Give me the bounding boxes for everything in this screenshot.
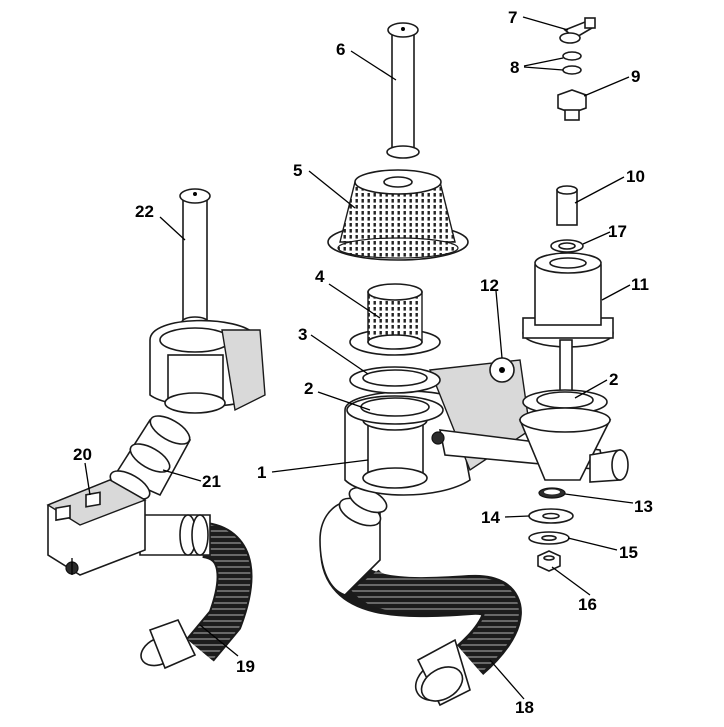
part-12-overflow-cap: [489, 357, 515, 383]
part-11-overflow-housing: [522, 252, 614, 348]
part-2-gasket-center: [346, 395, 444, 425]
callout-21: 21: [202, 472, 221, 491]
part-15-washer: [528, 531, 570, 545]
left-drain-assembly: [46, 188, 266, 670]
callout-15: 15: [619, 543, 638, 562]
part-5-basket-strainer: [327, 169, 469, 261]
callout-2-center: 2: [304, 379, 313, 398]
part-2-gasket-right: [522, 389, 608, 415]
part-14-washer: [528, 508, 574, 524]
callout-3: 3: [298, 325, 307, 344]
part-6-standpipe: [386, 22, 420, 159]
part-17-washer: [550, 239, 584, 253]
center-drain-assembly: [319, 22, 607, 707]
callout-22: 22: [135, 202, 154, 221]
leader-lines: [84, 16, 634, 700]
callout-17: 17: [608, 222, 627, 241]
left-elbow-pipe: [139, 514, 211, 556]
right-overflow-assembly: [518, 17, 629, 572]
callout-8: 8: [510, 58, 519, 77]
callout-19: 19: [236, 657, 255, 676]
part-10-sleeve: [556, 185, 578, 226]
part-19-corrugated-hose: [140, 522, 253, 670]
part-22-overflow-tube: [179, 188, 211, 328]
callout-13: 13: [634, 497, 653, 516]
callout-2-right: 2: [609, 370, 618, 389]
center-elbow-pipe: [319, 486, 388, 596]
callout-5: 5: [293, 161, 302, 180]
left-upper-housing: [149, 319, 266, 414]
callout-20: 20: [73, 445, 92, 464]
callout-labels: 1 2 2 3 4 5 6 7 8 9 10 11 12 13 14 15 16…: [73, 8, 653, 717]
callout-18: 18: [515, 698, 534, 717]
part-21-pipe-coupling: [109, 415, 192, 500]
part-16-nut: [537, 550, 561, 572]
callout-11: 11: [631, 275, 649, 294]
callout-14: 14: [481, 508, 500, 527]
callout-4: 4: [315, 267, 325, 286]
callout-6: 6: [336, 40, 345, 59]
part-13-ring: [538, 487, 566, 499]
part-8-o-rings: [562, 51, 582, 75]
callout-7: 7: [508, 8, 517, 27]
callout-9: 9: [631, 67, 640, 86]
callout-10: 10: [626, 167, 645, 186]
part-9-nut: [557, 89, 587, 121]
right-body: [518, 407, 629, 483]
part-7-elbow-fitting: [559, 17, 596, 44]
callout-1: 1: [257, 463, 266, 482]
callout-16: 16: [578, 595, 597, 614]
part-3-flange-ring: [349, 366, 441, 394]
callout-12: 12: [480, 276, 499, 295]
part-4-inner-strainer: [349, 283, 441, 356]
part-20-valve-box: [46, 479, 147, 576]
